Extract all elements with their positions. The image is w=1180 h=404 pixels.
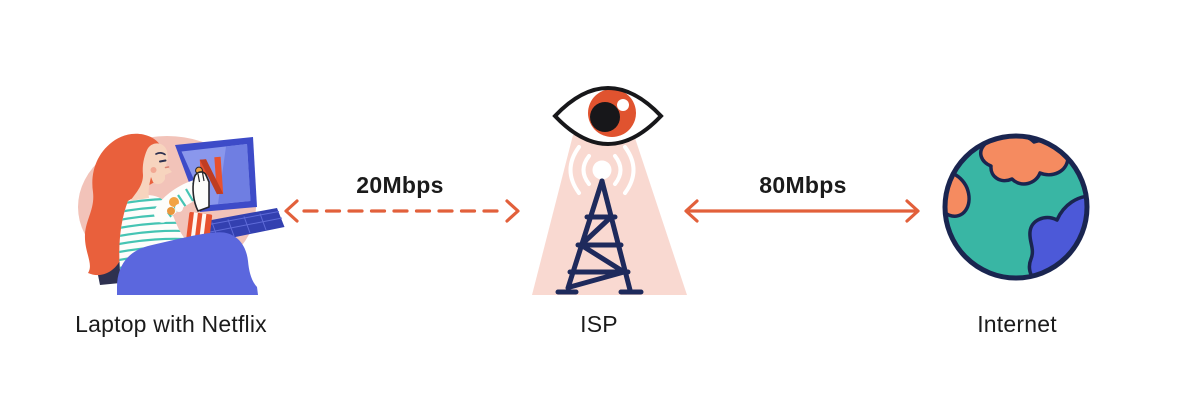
arrowhead-right-icon xyxy=(505,199,520,223)
continent-orange-top xyxy=(979,138,1070,186)
laptop-netflix-illustration xyxy=(78,133,285,295)
node-label-isp: ISP xyxy=(580,311,618,337)
link-speed-label-80mbps: 80Mbps xyxy=(759,172,847,198)
node-label-internet: Internet xyxy=(977,311,1057,337)
armchair-armrest xyxy=(117,232,258,295)
woman-face xyxy=(130,143,172,201)
eye-icon xyxy=(552,86,664,146)
arrowhead-right-icon xyxy=(905,199,920,223)
wifi-waves-icon xyxy=(568,145,636,195)
arrowhead-left-icon xyxy=(684,199,699,223)
link-speed-label-20mbps: 20Mbps xyxy=(356,172,444,198)
dashed-double-arrow xyxy=(284,199,520,223)
antenna-dot xyxy=(592,160,612,180)
globe-outline xyxy=(942,133,1090,281)
isp-illustration xyxy=(532,86,687,295)
node-label-laptop-netflix: Laptop with Netflix xyxy=(75,311,267,337)
solid-double-arrow xyxy=(684,199,920,223)
radio-tower-icon xyxy=(555,178,644,295)
woman-hand xyxy=(192,166,210,212)
globe-icon xyxy=(942,133,1090,281)
arrowhead-left-icon xyxy=(284,199,299,223)
